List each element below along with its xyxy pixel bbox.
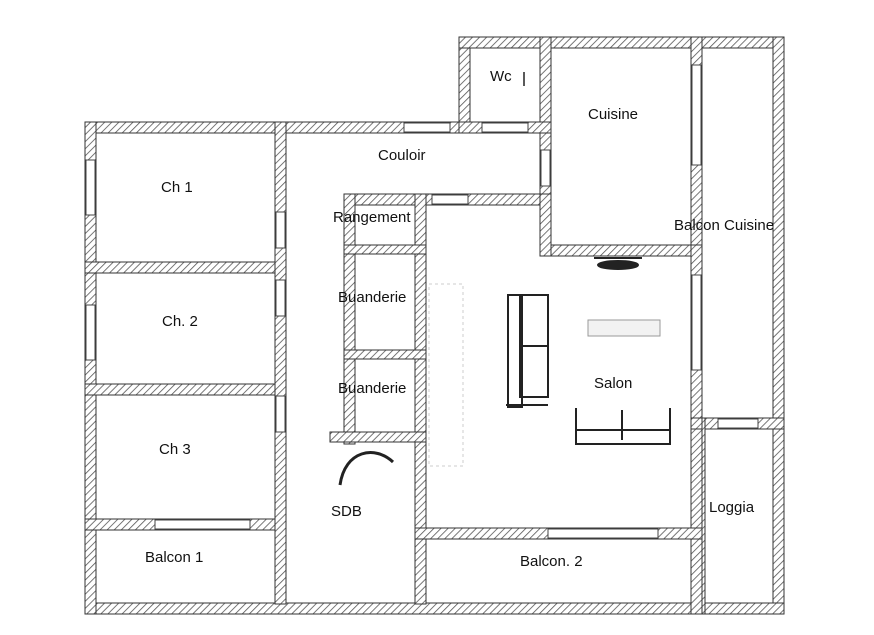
wall-buanderie-bottom xyxy=(329,431,427,443)
label-balcon-cuisine: Balcon Cuisine xyxy=(674,217,774,234)
label-wc: Wc xyxy=(490,68,512,85)
window-loggia xyxy=(717,418,759,429)
label-ch3: Ch 3 xyxy=(159,441,191,458)
wall-buanderie-mid xyxy=(343,349,427,360)
wall-salon-notch xyxy=(539,193,552,257)
wall-loggia-left xyxy=(701,417,706,615)
door-ch3 xyxy=(275,395,286,433)
wall-rangement-left xyxy=(343,193,356,445)
wall-wc-left xyxy=(458,36,471,134)
door-ch1 xyxy=(275,211,286,249)
window-ch2 xyxy=(85,304,96,361)
window-salon-balcon-cuisine xyxy=(691,274,702,371)
door-ch3-balcon xyxy=(154,519,251,530)
wall-right xyxy=(772,36,785,615)
label-buanderie-2: Buanderie xyxy=(338,380,406,397)
sofa-bottom xyxy=(575,408,671,445)
wall-ch2-ch3 xyxy=(84,383,286,396)
label-ch1: Ch 1 xyxy=(161,179,193,196)
label-buanderie-1: Buanderie xyxy=(338,289,406,306)
label-salon: Salon xyxy=(594,375,632,392)
label-ch2: Ch. 2 xyxy=(162,313,198,330)
window-ch1 xyxy=(85,159,96,216)
label-sdb: SDB xyxy=(331,503,362,520)
wall-rangement-bottom xyxy=(343,244,427,255)
furniture xyxy=(338,72,671,486)
wall-bedrooms-right xyxy=(274,121,287,605)
bathtub xyxy=(338,451,395,486)
dashed-partition xyxy=(428,283,464,467)
window-salon-balcon xyxy=(547,528,659,539)
label-loggia: Loggia xyxy=(709,499,755,516)
label-balcon1: Balcon 1 xyxy=(145,549,203,566)
label-cuisine: Cuisine xyxy=(588,106,638,123)
label-balcon2: Balcon. 2 xyxy=(520,553,583,570)
wall-ch1-ch2 xyxy=(84,261,286,274)
door-cuisine xyxy=(540,149,551,187)
openings xyxy=(85,64,759,539)
coffee-table xyxy=(587,319,661,337)
window-wc xyxy=(481,122,529,133)
wall-cuisine-bottom xyxy=(539,244,703,257)
window-couloir xyxy=(403,122,451,133)
wall-left xyxy=(84,121,97,615)
door-ch2 xyxy=(275,279,286,317)
window-cuisine-balcon xyxy=(691,64,702,166)
sofa-left xyxy=(506,294,549,408)
room-labels: Wc Cuisine Couloir Ch 1 Rangement Balcon… xyxy=(145,68,774,570)
door-salon xyxy=(431,194,469,205)
wall-top-right xyxy=(458,36,785,49)
wall-bottom xyxy=(84,602,785,615)
label-rangement: Rangement xyxy=(333,209,411,226)
tv-unit xyxy=(594,257,642,270)
wall-rangement-right xyxy=(414,193,427,605)
label-couloir: Couloir xyxy=(378,147,426,164)
